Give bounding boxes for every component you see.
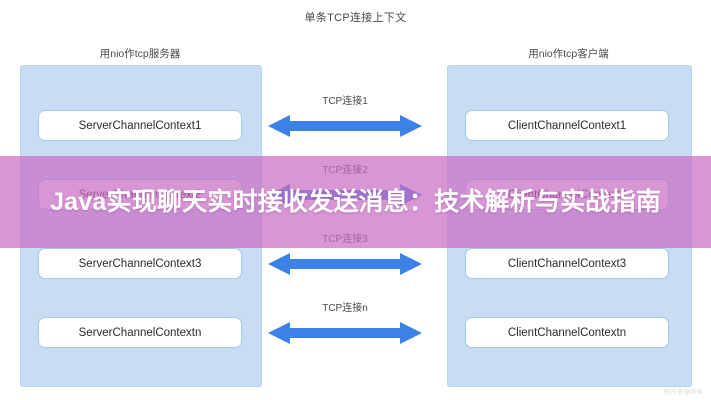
client-context-box[interactable]: ClientChannelContext1 (465, 110, 669, 141)
connection-arrow-4 (268, 320, 422, 346)
diagram-title: 单条TCP连接上下文 (304, 12, 407, 24)
connection-arrow-3 (268, 251, 422, 277)
server-context-box[interactable]: ServerChannelContextn (38, 317, 242, 348)
client-context-box[interactable]: ClientChannelContext3 (465, 248, 669, 279)
overlay-title: Java实现聊天实时接收发送消息：技术解析与实战指南 (50, 187, 661, 216)
connection-label: TCP连接1 (322, 96, 368, 107)
double-arrow-icon (268, 115, 422, 137)
client-panel-title: 用nio作tcp客户端 (528, 48, 609, 60)
overlay-banner: Java实现聊天实时接收发送消息：技术解析与实战指南 (0, 156, 711, 248)
client-context-box[interactable]: ClientChannelContextn (465, 317, 669, 348)
server-context-box[interactable]: ServerChannelContext3 (38, 248, 242, 279)
server-context-box[interactable]: ServerChannelContext1 (38, 110, 242, 141)
server-panel-title: 用nio作tcp服务器 (99, 48, 181, 60)
connection-label: TCP连接n (322, 303, 368, 314)
double-arrow-icon (268, 322, 422, 344)
connection-arrow-1 (268, 113, 422, 139)
watermark-text: 图片来源网络 (663, 390, 703, 396)
double-arrow-icon (268, 253, 422, 275)
